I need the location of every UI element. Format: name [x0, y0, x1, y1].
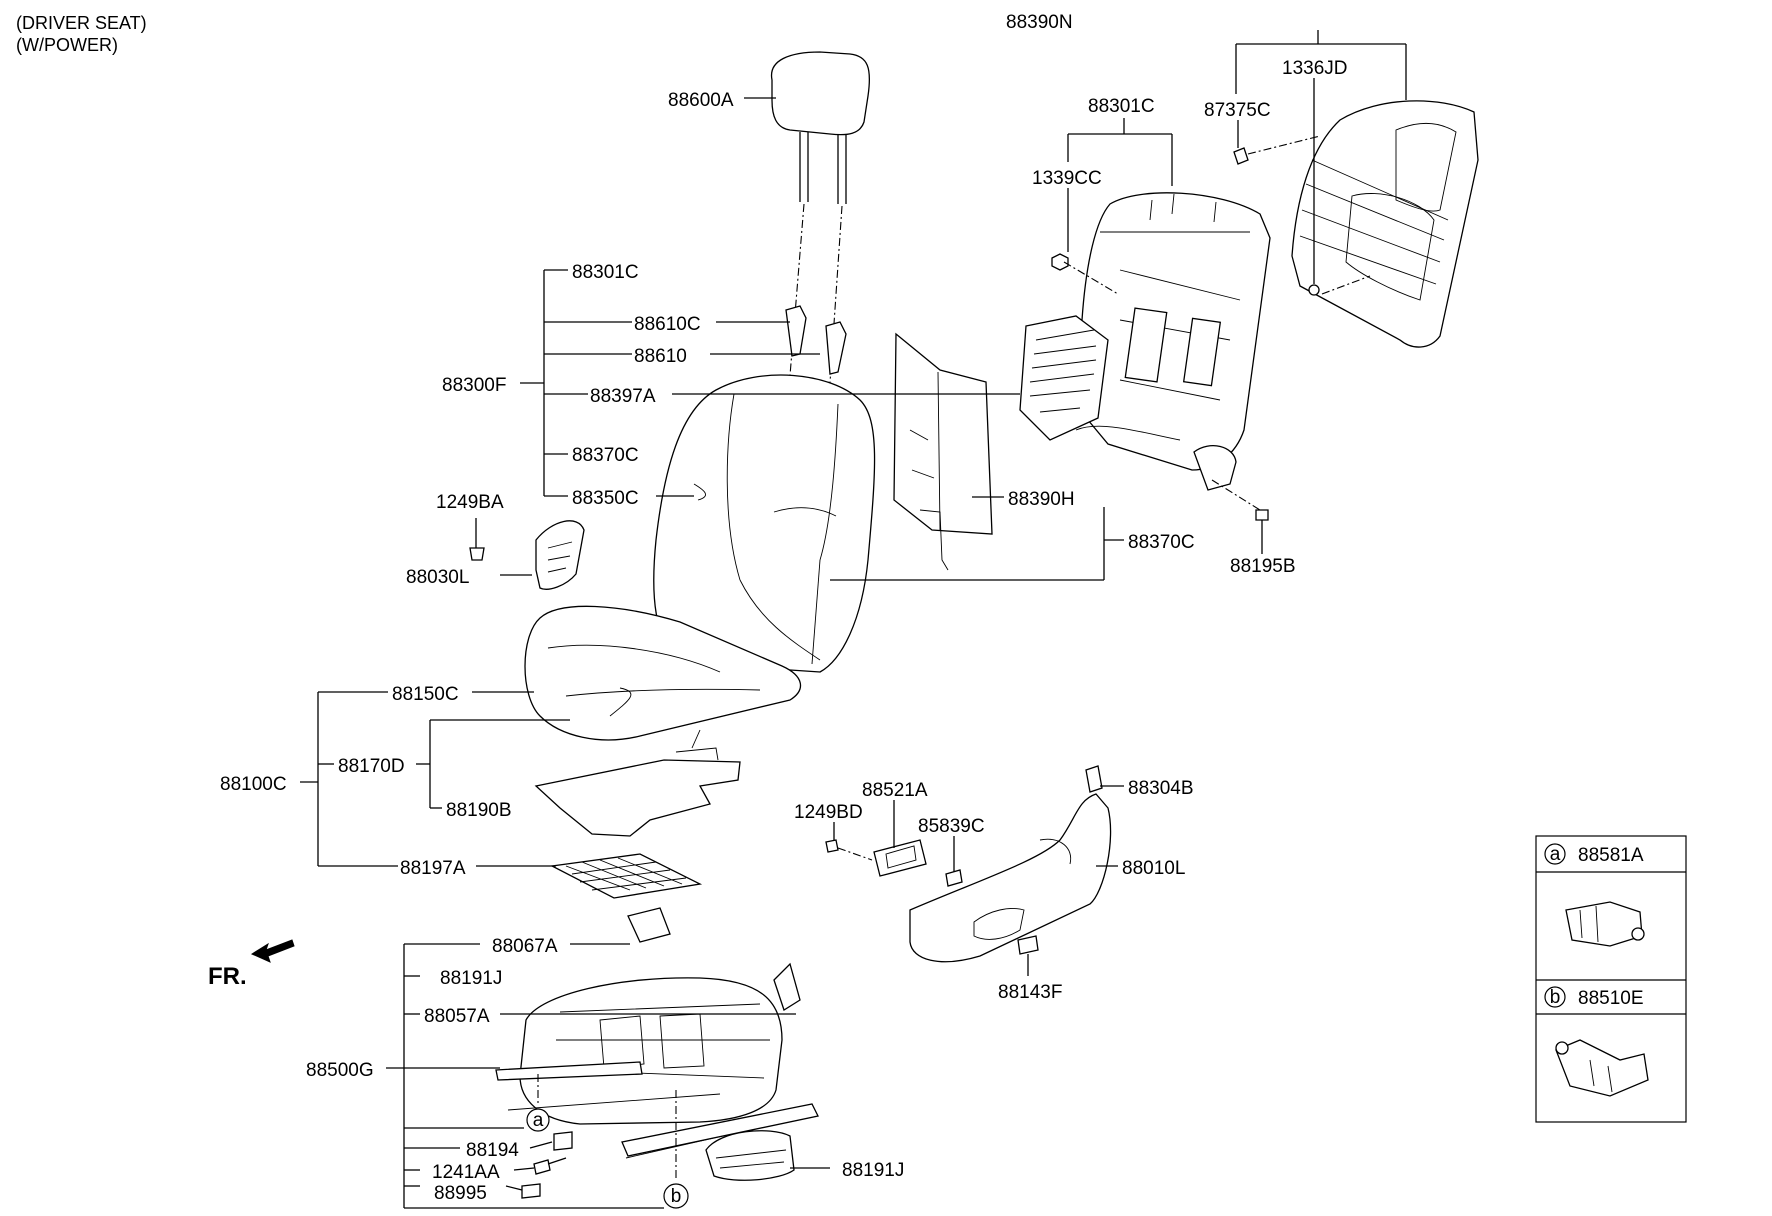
label-88100C[interactable]: 88100C: [220, 774, 287, 795]
label-88995[interactable]: 88995: [434, 1183, 487, 1204]
seat-cushion-assembly[interactable]: [524, 605, 801, 741]
svg-text:88581A: 88581A: [1578, 845, 1644, 866]
label-88195B[interactable]: 88195B: [1230, 556, 1296, 577]
side-cover-88010L[interactable]: [909, 793, 1112, 963]
nut-1339CC[interactable]: [1051, 253, 1069, 271]
label-88370C-right[interactable]: 88370C: [1128, 532, 1195, 553]
callout-labels: 88390N 1336JD 87375C 88301C 1339CC 88600…: [220, 12, 1348, 1204]
label-88170D[interactable]: 88170D: [338, 756, 405, 777]
label-88397A[interactable]: 88397A: [590, 386, 656, 407]
label-88197A[interactable]: 88197A: [400, 858, 466, 879]
header-line-1: (DRIVER SEAT): [16, 13, 147, 33]
label-88143F[interactable]: 88143F: [998, 982, 1062, 1003]
clip-85839C[interactable]: [945, 869, 963, 887]
label-88067A[interactable]: 88067A: [492, 936, 558, 957]
label-88390H[interactable]: 88390H: [1008, 489, 1075, 510]
screw-1249BD[interactable]: [825, 839, 873, 861]
label-88301C[interactable]: 88301C: [572, 262, 639, 283]
svg-text:b: b: [1550, 987, 1561, 1008]
part-88995[interactable]: [521, 1183, 541, 1199]
legend-item-b[interactable]: b 88510E: [1544, 986, 1649, 1097]
label-88150C[interactable]: 88150C: [392, 684, 459, 705]
svg-text:b: b: [671, 1186, 682, 1207]
svg-text:a: a: [533, 1110, 544, 1131]
label-88521A[interactable]: 88521A: [862, 780, 928, 801]
label-1241AA[interactable]: 1241AA: [432, 1162, 500, 1183]
label-88191J-top[interactable]: 88191J: [440, 968, 502, 989]
legend-item-a[interactable]: a 88581A: [1544, 843, 1645, 947]
headrest-88600A[interactable]: [770, 51, 871, 413]
label-88610C[interactable]: 88610C: [634, 314, 701, 335]
label-88191J-bottom[interactable]: 88191J: [842, 1160, 904, 1181]
knob-88143F[interactable]: [1017, 935, 1039, 955]
marker-a[interactable]: a: [526, 1108, 550, 1132]
legend-box: a 88581A b 88510E: [1535, 835, 1687, 1123]
mesh-pad-88197A[interactable]: [549, 853, 703, 899]
back-frame-88301C[interactable]: [1075, 192, 1271, 491]
clip-87375C[interactable]: [1233, 147, 1249, 165]
motor-88191J[interactable]: [705, 1130, 795, 1181]
label-88190B[interactable]: 88190B: [446, 800, 512, 821]
svg-text:a: a: [1550, 844, 1561, 865]
label-88194[interactable]: 88194: [466, 1140, 519, 1161]
label-85839C[interactable]: 85839C: [918, 816, 985, 837]
marker-b[interactable]: b: [663, 1183, 689, 1209]
label-88300F[interactable]: 88300F: [442, 375, 506, 396]
screw-1241AA[interactable]: [533, 1157, 567, 1175]
lumbar-plate-88397A[interactable]: [1019, 315, 1109, 441]
label-88390N[interactable]: 88390N: [1006, 12, 1073, 33]
label-1339CC[interactable]: 1339CC: [1032, 168, 1102, 189]
motor-icon-88510E: [1555, 1039, 1649, 1097]
svg-text:88510E: 88510E: [1578, 988, 1644, 1009]
label-88010L[interactable]: 88010L: [1122, 858, 1185, 879]
cushion-heater-pad-88190B[interactable]: [534, 729, 741, 837]
back-panel-88390N[interactable]: [1291, 100, 1479, 348]
header-line-2: (W/POWER): [16, 35, 118, 55]
label-88304B[interactable]: 88304B: [1128, 778, 1194, 799]
label-87375C[interactable]: 87375C: [1204, 100, 1271, 121]
motor-icon-88581A: [1565, 901, 1645, 947]
label-88500G[interactable]: 88500G: [306, 1060, 374, 1081]
label-1249BA[interactable]: 1249BA: [436, 492, 504, 513]
part-88194[interactable]: [553, 1131, 573, 1151]
label-88301C-top[interactable]: 88301C: [1088, 96, 1155, 117]
back-heater-pad-88390H[interactable]: [893, 332, 993, 571]
switch-88521A[interactable]: [873, 839, 927, 877]
label-88030L[interactable]: 88030L: [406, 567, 469, 588]
label-88370C[interactable]: 88370C: [572, 445, 639, 466]
side-cover-88030L[interactable]: [469, 518, 585, 590]
front-direction-indicator: FR.: [208, 939, 295, 990]
seat-back-assembly[interactable]: [653, 374, 876, 673]
bolt-88195B[interactable]: [1255, 509, 1269, 540]
label-1249BD[interactable]: 1249BD: [794, 802, 863, 823]
label-88610[interactable]: 88610: [634, 346, 687, 367]
label-88600A[interactable]: 88600A: [668, 90, 734, 111]
label-88350C[interactable]: 88350C: [572, 488, 639, 509]
label-1336JD[interactable]: 1336JD: [1282, 58, 1348, 79]
svg-text:FR.: FR.: [208, 963, 247, 990]
knob-88304B[interactable]: [1085, 765, 1103, 793]
label-88057A[interactable]: 88057A: [424, 1006, 490, 1027]
